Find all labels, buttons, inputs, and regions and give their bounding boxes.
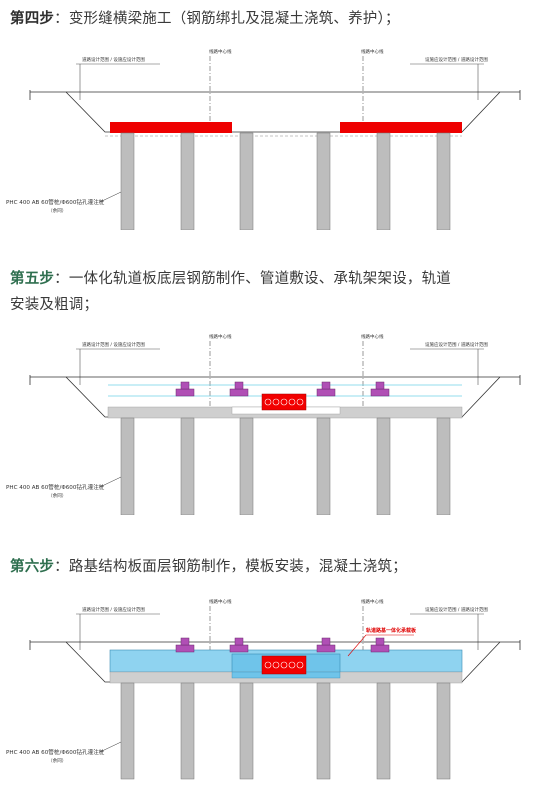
step6-rail-support: [229, 637, 249, 653]
step5-sep: ：: [54, 271, 69, 287]
step4-pile: [180, 132, 195, 230]
step4-sep: ：: [54, 11, 69, 27]
step4-figure: 道路设计范围 / 设施应设计范围 线路中心线 线路中心线 设施应设计范围 / 道…: [0, 40, 551, 230]
step6-pile: [316, 682, 331, 780]
step4-pile-label: PHC 400 AB 60管桩/Φ600钻孔灌注桩: [6, 198, 105, 206]
step5-figure: 道路设计范围 / 设施应设计范围 线路中心线 线路中心线 设施应设计范围 / 道…: [0, 325, 551, 515]
step4-text: 变形缝横梁施工（钢筋绑扎及混凝土浇筑、养护）；: [68, 11, 400, 27]
step6-centerline-right: 线路中心线: [361, 598, 384, 605]
step5-boundary-right: 设施应设计范围 / 道路设计范围: [425, 341, 488, 348]
step4-pile: [436, 132, 451, 230]
step5-pile: [316, 417, 331, 515]
step5-pile: [239, 417, 254, 515]
step6-boundary-right: 设施应设计范围 / 道路设计范围: [425, 606, 488, 613]
step6-red-note: 轨道路基一体化承载板: [366, 627, 417, 634]
step5-extension-lines: [76, 341, 484, 410]
step5-lead: 第五步: [10, 271, 55, 287]
step6-rail-support: [370, 637, 390, 653]
step5-pipe-bundle: [261, 393, 307, 411]
step6-sep: ：: [54, 559, 69, 575]
step4-boundary-right: 设施应设计范围 / 道路设计范围: [425, 56, 488, 63]
step5-pile: [436, 417, 451, 515]
step6-pipe-bundle: [261, 655, 307, 675]
step6-rail-support: [175, 637, 195, 653]
step5-pile-leader: [99, 476, 122, 488]
step4-pile: [239, 132, 254, 230]
step4-boundary-left: 道路设计范围 / 设施应设计范围: [82, 56, 145, 63]
step4-extension-lines: [76, 56, 484, 125]
step5-line2: 安装及粗调；: [10, 297, 99, 313]
step5-pile: [120, 417, 135, 515]
step5-centerline-left: 线路中心线: [209, 333, 232, 340]
step4-centerline-left: 线路中心线: [209, 48, 232, 55]
step6-pile-leader: [99, 741, 122, 753]
step6-rail-supports: [175, 637, 390, 653]
step6-pile: [436, 682, 451, 780]
step4-pile-sub: （余同）: [48, 207, 66, 214]
step4-title: 第四步：变形缝横梁施工（钢筋绑扎及混凝土浇筑、养护）；: [10, 6, 400, 32]
step4-ground: [29, 90, 521, 133]
step6-piles: [120, 682, 451, 780]
step6-pile: [239, 682, 254, 780]
step4-beam-left: [110, 122, 232, 133]
step5-title: 第五步：一体化轨道板底层钢筋制作、管道敷设、承轨架架设，轨道 安装及粗调；: [10, 266, 451, 318]
step6-figure: 道路设计范围 / 设施应设计范围 线路中心线 线路中心线 设施应设计范围 / 道…: [0, 590, 551, 809]
step6-centerline-left: 线路中心线: [209, 598, 232, 605]
step4-pile-leader: [99, 191, 122, 203]
step4-piles: [120, 132, 451, 230]
step5-pile-label: PHC 400 AB 60管桩/Φ600钻孔灌注桩: [6, 483, 105, 491]
step5-piles: [120, 417, 451, 515]
step6-lead: 第六步: [10, 559, 55, 575]
step6-pile-sub: （余同）: [48, 757, 66, 764]
step4-beam-right: [340, 122, 462, 133]
step6-pile: [180, 682, 195, 780]
step4-pile: [376, 132, 391, 230]
step6-rail-support: [316, 637, 336, 653]
step6-red-note-leader: [347, 634, 367, 657]
step6-text: 路基结构板面层钢筋制作，模板安装，混凝土浇筑；: [68, 559, 407, 575]
step6-pile: [376, 682, 391, 780]
step6-boundary-left: 道路设计范围 / 设施应设计范围: [82, 606, 145, 613]
step4-pile: [120, 132, 135, 230]
step5-rail-support: [370, 381, 390, 397]
step5-pile-sub: （余同）: [48, 492, 66, 499]
step6-pile-label: PHC 400 AB 60管桩/Φ600钻孔灌注桩: [6, 748, 105, 756]
step6-title: 第六步：路基结构板面层钢筋制作，模板安装，混凝土浇筑；: [10, 554, 407, 580]
step4-lead: 第四步: [10, 11, 55, 27]
step5-pile: [376, 417, 391, 515]
step6-pile: [120, 682, 135, 780]
step5-rail-support: [175, 381, 195, 397]
step5-pile: [180, 417, 195, 515]
step5-rail-support: [316, 381, 336, 397]
step5-rail-support: [229, 381, 249, 397]
step5-line1: 一体化轨道板底层钢筋制作、管道敷设、承轨架架设，轨道: [68, 271, 452, 287]
step5-rail-supports: [175, 381, 390, 397]
step4-centerline-right: 线路中心线: [361, 48, 384, 55]
step5-boundary-left: 道路设计范围 / 设施应设计范围: [82, 341, 145, 348]
step4-pile: [316, 132, 331, 230]
step5-centerline-right: 线路中心线: [361, 333, 384, 340]
